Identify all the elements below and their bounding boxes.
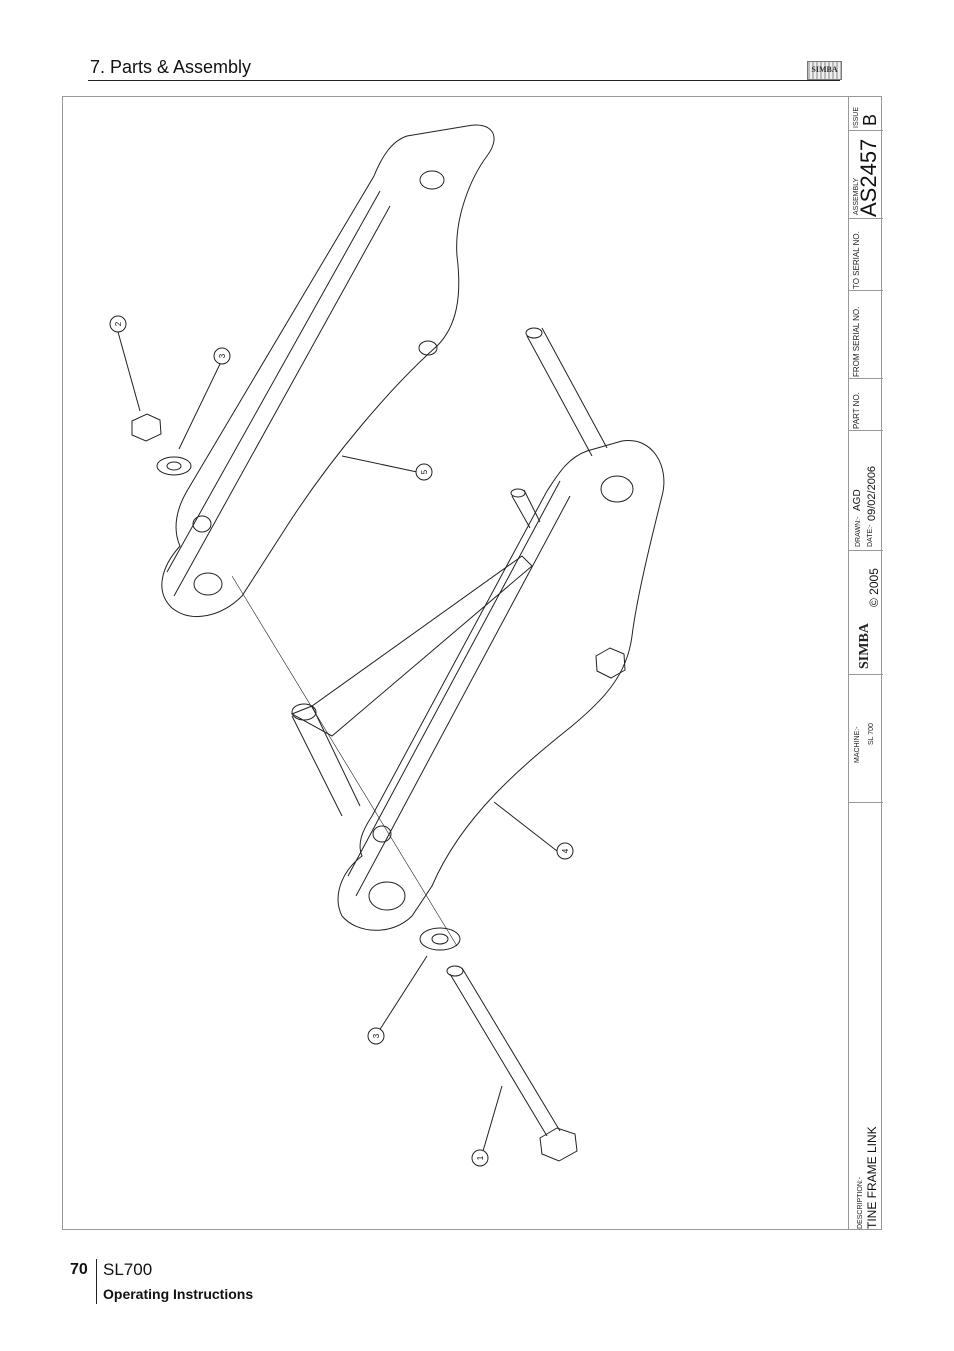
- brand-logo: SIMBA: [807, 61, 842, 80]
- from-serial-label: FROM SERIAL NO.: [852, 306, 861, 377]
- drawn-label: DRAWN:-: [855, 516, 862, 547]
- page-number: 70: [70, 1261, 88, 1278]
- machine-value: SL 700: [868, 723, 875, 745]
- title-block: ISSUE B ASSEMBLY AS2457 TO SERIAL NO. FR…: [848, 96, 883, 1230]
- assembly-number: AS2457: [856, 138, 881, 217]
- balloon-item-5: [415, 463, 433, 481]
- issue-value: B: [860, 113, 880, 126]
- issue-label: ISSUE: [853, 106, 860, 128]
- footer-subtitle: Operating Instructions: [103, 1286, 254, 1302]
- page-section-title: 7. Parts & Assembly: [90, 57, 252, 77]
- balloon-label-4: 4: [561, 848, 570, 853]
- footer-model: SL700: [103, 1260, 153, 1279]
- drawn-value: AGD: [852, 489, 863, 511]
- parts-drawing: 2 3 5 4 3 1: [109, 124, 665, 1167]
- balloon-label-3-top: 3: [218, 353, 227, 358]
- footer-divider: [96, 1259, 97, 1304]
- balloon-item-3-top: [213, 347, 231, 365]
- balloon-item-4: [556, 842, 574, 860]
- description-value: TINE FRAME LINK: [865, 1126, 879, 1229]
- balloon-item-1: [471, 1149, 489, 1167]
- balloon-label-5: 5: [420, 469, 429, 474]
- balloon-label-1: 1: [476, 1155, 485, 1160]
- to-serial-label: TO SERIAL NO.: [852, 231, 861, 289]
- machine-label: MACHINE:-: [854, 726, 861, 763]
- description-label: DESCRIPTION:-: [857, 1176, 864, 1229]
- header-divider: [88, 80, 840, 81]
- lower-link-plate: [337, 440, 665, 931]
- balloon-item-2: [109, 315, 127, 333]
- balloon-label-2: 2: [114, 321, 123, 326]
- balloon-item-3-bottom: [367, 1027, 385, 1045]
- title-block-logo: SIMBA: [857, 623, 872, 669]
- date-value: 09/02/2006: [866, 465, 878, 521]
- date-label: DATE:-: [867, 524, 874, 547]
- part-no-label: PART NO.: [852, 392, 861, 429]
- balloon-label-3-bottom: 3: [372, 1033, 381, 1038]
- copyright-text: © 2005: [867, 568, 881, 607]
- drawing-frame: [62, 96, 882, 1230]
- upper-link-plate: [161, 124, 495, 617]
